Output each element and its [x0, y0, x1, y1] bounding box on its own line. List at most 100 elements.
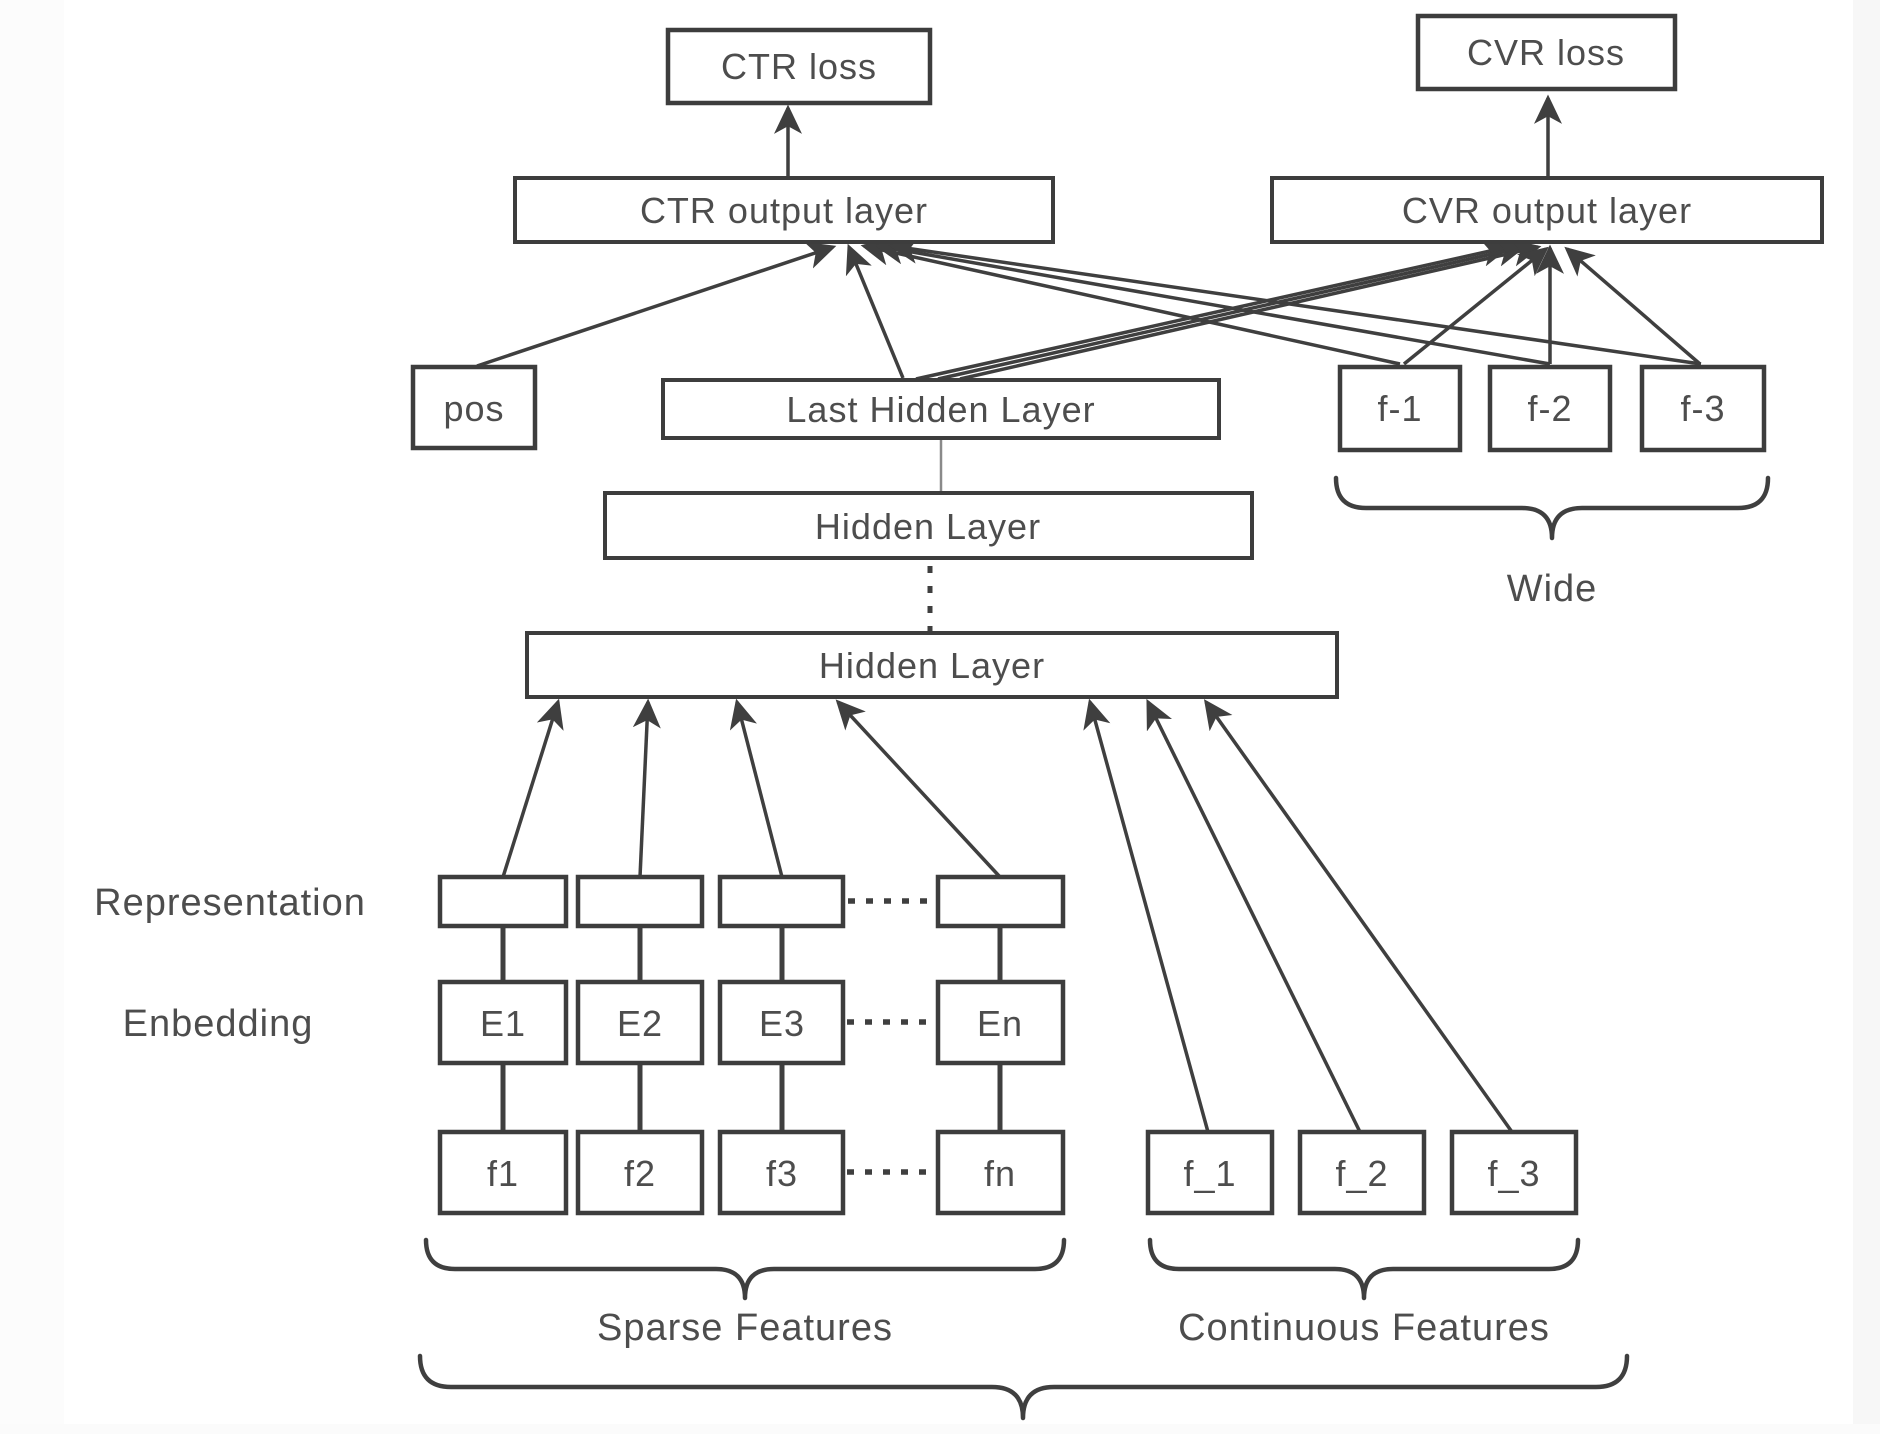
wide-group-label: Wide: [1507, 568, 1598, 610]
cvr-output-box: [1270, 176, 1824, 244]
pos-label: pos: [443, 388, 504, 429]
f2-box: [575, 1129, 705, 1216]
representation-box-1: [437, 874, 569, 929]
ctr-output-node: CTR output layer: [513, 176, 1055, 244]
representation-box-n: [935, 874, 1066, 929]
hidden-upper-box: [603, 491, 1254, 560]
f1-label: f1: [487, 1153, 519, 1194]
cf2-node: f_2: [1297, 1129, 1427, 1216]
e2-box: [575, 979, 705, 1066]
cvr-loss-label: CVR loss: [1467, 32, 1625, 73]
f3-node: f3: [717, 1129, 846, 1216]
representation-box-2: [575, 874, 705, 929]
sparse-features-label: Sparse Features: [597, 1307, 893, 1349]
fn-box: [935, 1129, 1066, 1216]
last-hidden-label: Last Hidden Layer: [786, 389, 1095, 430]
edge-f3-to-ctr-output: [888, 235, 1702, 366]
e2-label: E2: [617, 1003, 663, 1044]
f1-box: [437, 1129, 569, 1216]
hidden-upper-label: Hidden Layer: [815, 506, 1041, 547]
cf3-label: f_3: [1487, 1153, 1540, 1194]
edge-rep1-to-hidden-lower: [501, 698, 564, 878]
cvr-output-node: CVR output layer: [1270, 176, 1824, 244]
e3-label: E3: [759, 1003, 805, 1044]
pos-node: pos: [410, 364, 538, 451]
edge-f1-to-cvr-output: [1402, 246, 1549, 366]
cf1-node: f_1: [1145, 1129, 1275, 1216]
last-hidden-node: Last Hidden Layer: [661, 378, 1221, 440]
sparse-features-brace: [423, 1237, 1067, 1301]
ctr-output-box: [513, 176, 1055, 244]
cf3-box: [1449, 1129, 1579, 1216]
en-label: En: [977, 1003, 1023, 1044]
edge-last-hidden-to-cvr-output-2: [937, 239, 1527, 381]
right-edge-band: [1853, 0, 1880, 1434]
representation-box-3: [717, 874, 846, 929]
ctr-loss-box: [665, 27, 933, 106]
wide-f2-box: [1487, 364, 1613, 453]
edge-f1-to-ctr-output: [860, 237, 1401, 366]
ctr-loss-label: CTR loss: [721, 46, 877, 87]
en-node: En: [935, 979, 1066, 1066]
e1-label: E1: [480, 1003, 526, 1044]
cf3-node: f_3: [1449, 1129, 1579, 1216]
cvr-output-label: CVR output layer: [1402, 190, 1692, 231]
hidden-upper-node: Hidden Layer: [603, 491, 1254, 560]
continuous-features-brace: [1147, 1237, 1581, 1301]
edge-rep3-to-hidden-lower: [729, 698, 784, 878]
edge-cf3-to-hidden-lower: [1203, 699, 1514, 1134]
e1-node: E1: [437, 979, 569, 1066]
cvr-loss-node: CVR loss: [1415, 13, 1678, 92]
wide-f1-node: f-1: [1337, 364, 1463, 453]
hidden-lower-node: Hidden Layer: [525, 631, 1339, 699]
e3-box: [717, 979, 846, 1066]
representation-row-label: Representation: [94, 882, 366, 924]
e2-node: E2: [575, 979, 705, 1066]
hidden-lower-label: Hidden Layer: [819, 645, 1045, 686]
wide-f3-node: f-3: [1639, 364, 1767, 453]
edge-last-hidden-to-cvr-output-1: [915, 238, 1512, 381]
wide-f2-label: f-2: [1527, 388, 1572, 429]
f2-label: f2: [624, 1153, 656, 1194]
last-hidden-box: [661, 378, 1221, 440]
fn-label: fn: [984, 1153, 1016, 1194]
edge-last-hidden-to-ctr-output: [845, 243, 905, 379]
cf2-box: [1297, 1129, 1427, 1216]
wide-f2-node: f-2: [1487, 364, 1613, 453]
left-edge-band: [0, 0, 64, 1434]
edge-rep2-to-hidden-lower: [632, 698, 661, 878]
wide-f1-box: [1337, 364, 1463, 453]
hidden-lower-box: [525, 631, 1339, 699]
en-box: [935, 979, 1066, 1066]
cf1-box: [1145, 1129, 1275, 1216]
embedding-row-label: Enbedding: [123, 1003, 314, 1045]
pos-box: [410, 364, 538, 451]
ctr-output-label: CTR output layer: [640, 190, 928, 231]
f3-box: [717, 1129, 846, 1216]
fn-node: fn: [935, 1129, 1066, 1216]
wide-brace: [1333, 475, 1771, 541]
edge-last-hidden-to-cvr-output-3: [959, 239, 1542, 381]
cvr-loss-box: [1415, 13, 1678, 92]
cf1-label: f_1: [1183, 1153, 1236, 1194]
edge-cf1-to-hidden-lower: [1083, 698, 1210, 1133]
e3-node: E3: [717, 979, 846, 1066]
f1-node: f1: [437, 1129, 569, 1216]
wide-f1-label: f-1: [1377, 388, 1422, 429]
f2-node: f2: [575, 1129, 705, 1216]
edge-f2-to-ctr-output: [874, 236, 1551, 366]
edge-rep4-to-hidden-lower: [835, 699, 1002, 879]
ctr-loss-node: CTR loss: [665, 27, 933, 106]
bottom-edge-band: [0, 1424, 1880, 1434]
wide-f3-box: [1639, 364, 1767, 453]
all-features-brace: [417, 1353, 1630, 1421]
f3-label: f3: [766, 1153, 798, 1194]
cf2-label: f_2: [1335, 1153, 1388, 1194]
wide-f3-label: f-3: [1680, 388, 1725, 429]
continuous-features-label: Continuous Features: [1178, 1307, 1550, 1349]
edge-pos-to-ctr-output: [476, 241, 837, 368]
edge-f3-to-cvr-output: [1564, 246, 1702, 366]
e1-box: [437, 979, 569, 1066]
